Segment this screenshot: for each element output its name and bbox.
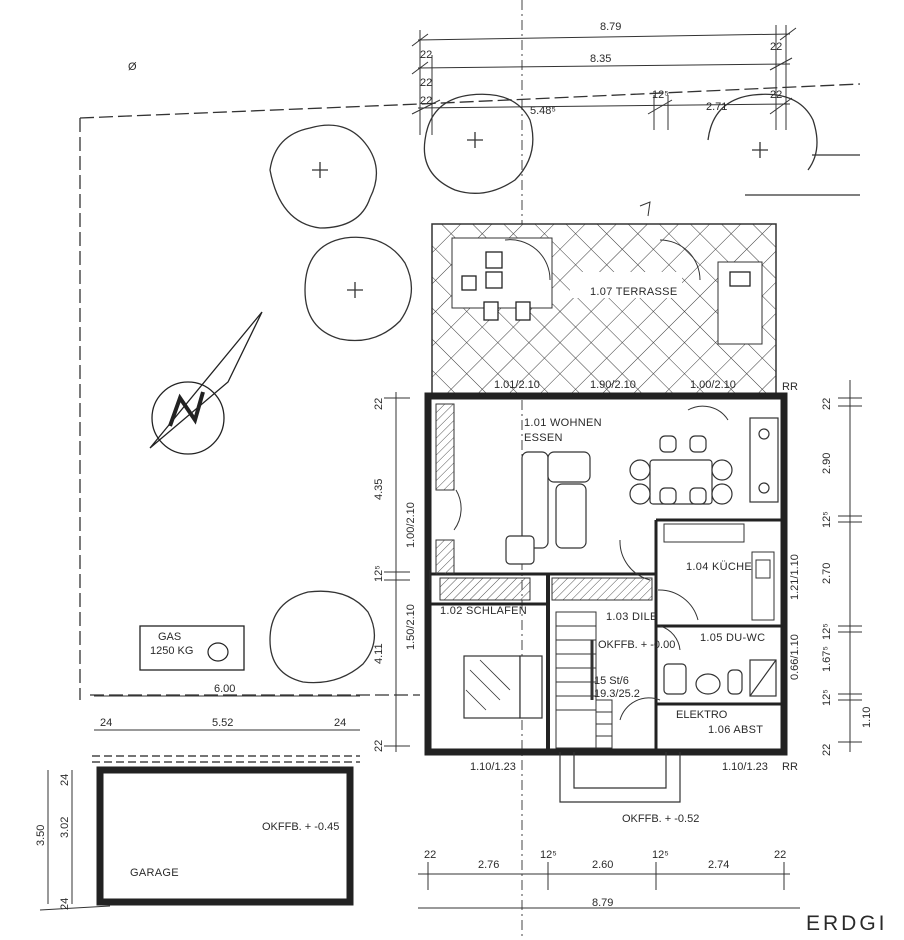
- room-wc: 1.05 DU-WC: [700, 632, 765, 644]
- window-openings: [435, 403, 653, 601]
- dim-bottom-7: 22: [774, 849, 786, 861]
- dim-left-5: 22: [373, 740, 385, 752]
- dim-top-wall-left: 22: [420, 49, 432, 61]
- dim-top-wall-right: 22: [770, 41, 782, 53]
- dim-right-3: 12⁵: [821, 511, 833, 528]
- kitchen-fixtures: [663, 523, 775, 621]
- terrace-area: [431, 201, 777, 395]
- door-swings: [429, 405, 729, 721]
- drawing-title: ERDGI: [806, 912, 888, 935]
- dim-top-wall-left-2: 22: [420, 77, 432, 89]
- opening-door-3: 1.00/2.10: [690, 379, 736, 391]
- level-entry: OKFFB. + -0.52: [622, 813, 699, 825]
- opening-door-1: 1.01/2.10: [494, 379, 540, 391]
- dim-bottom-6: 2.74: [708, 859, 729, 871]
- room-bedroom: 1.02 SCHLAFEN: [440, 605, 527, 617]
- garage-dimensions: [39, 695, 360, 911]
- house-walls: [424, 392, 788, 756]
- dim-top-overall: 8.79: [600, 21, 621, 33]
- room-dining: ESSEN: [524, 432, 563, 444]
- opening-win-left-2: 1.50/2.10: [405, 604, 417, 650]
- rr-top: RR: [782, 381, 798, 393]
- rr-bottom: RR: [782, 761, 798, 773]
- dim-terrace-left: 5.48⁵: [530, 105, 556, 117]
- dim-garage-wall-right: 24: [334, 717, 346, 729]
- level-garage: OKFFB. + -0.45: [262, 821, 339, 833]
- opening-bottom-left: 1.10/1.23: [470, 761, 516, 773]
- tree-symbol-label: Ø: [128, 61, 137, 73]
- dim-terrace-mid: 12⁵: [652, 89, 669, 101]
- dim-bottom-overall: 8.79: [592, 897, 613, 909]
- dim-left-2: 4.35: [373, 479, 385, 500]
- dim-right-6: 1.67⁵: [821, 646, 833, 672]
- dim-right-8: 1.10: [861, 707, 873, 728]
- label-gas-1: GAS: [158, 631, 181, 643]
- dim-bottom-2: 2.76: [478, 859, 499, 871]
- top-dimensions: [411, 25, 797, 135]
- north-arrow-icon: [149, 311, 263, 455]
- room-kitchen: 1.04 KÜCHE: [686, 561, 752, 573]
- dim-right-5: 12⁵: [821, 623, 833, 640]
- dim-bottom-3: 12⁵: [540, 849, 557, 861]
- dim-garage-wall-left: 24: [100, 717, 112, 729]
- dim-bottom-4: 2.60: [592, 859, 613, 871]
- dim-left-1: 22: [373, 398, 385, 410]
- level-hall: OKFFB. + -0.00: [598, 639, 675, 651]
- dim-bottom-1: 22: [424, 849, 436, 861]
- dim-right-2: 2.90: [821, 453, 833, 474]
- dim-bottom-5: 12⁵: [652, 849, 669, 861]
- dim-top-wall-left-3: 22: [420, 95, 432, 107]
- room-storage: 1.06 ABST: [708, 724, 763, 736]
- opening-win-left-1: 1.00/2.10: [405, 502, 417, 548]
- label-elektro: ELEKTRO: [676, 709, 728, 721]
- stairs-line-2: 19.3/25.2: [594, 688, 640, 700]
- dim-terrace-wall: 22: [770, 89, 782, 101]
- opening-door-2: 1.90/2.10: [590, 379, 636, 391]
- dim-left-4: 4.11: [373, 643, 385, 664]
- dim-right-9: 22: [821, 744, 833, 756]
- label-gas-2: 1250 KG: [150, 645, 193, 657]
- dim-garage-inner: 5.52: [212, 717, 233, 729]
- dim-right-1: 22: [821, 398, 833, 410]
- dim-garage-height-outer: 3.50: [35, 825, 47, 846]
- dim-garage-width: 6.00: [214, 683, 235, 695]
- bottom-dimensions: [418, 862, 800, 909]
- garage-structure: [92, 625, 360, 906]
- room-terrace: 1.07 TERRASSE: [590, 286, 677, 298]
- dim-right-7: 12⁵: [821, 689, 833, 706]
- plot-boundary: [79, 83, 861, 700]
- dim-garage-wall-bottom: 24: [59, 898, 71, 910]
- dim-garage-wall-top: 24: [59, 774, 71, 786]
- stairs-line-1: 15 St/6: [594, 675, 629, 687]
- opening-win-kitchen: 1.21/1.10: [789, 554, 801, 600]
- living-furniture: [505, 417, 779, 565]
- staircase: [555, 611, 613, 749]
- opening-win-wc: 0.66/1.10: [789, 634, 801, 680]
- trees: [269, 93, 860, 684]
- bathroom-fixtures: [663, 659, 777, 697]
- opening-bottom-right: 1.10/1.23: [722, 761, 768, 773]
- bedroom-bed: [463, 655, 543, 719]
- dim-terrace-right: 2.71: [706, 101, 727, 113]
- room-hall: 1.03 DILE: [606, 611, 658, 623]
- dim-left-3: 12⁵: [373, 565, 385, 582]
- dim-right-4: 2.70: [821, 563, 833, 584]
- dim-garage-height-inner: 3.02: [59, 817, 71, 838]
- side-dimensions: [384, 380, 862, 752]
- dim-top-inner: 8.35: [590, 53, 611, 65]
- entrance-steps: [559, 752, 681, 803]
- room-garage: GARAGE: [130, 867, 179, 879]
- room-living: 1.01 WOHNEN: [524, 417, 602, 429]
